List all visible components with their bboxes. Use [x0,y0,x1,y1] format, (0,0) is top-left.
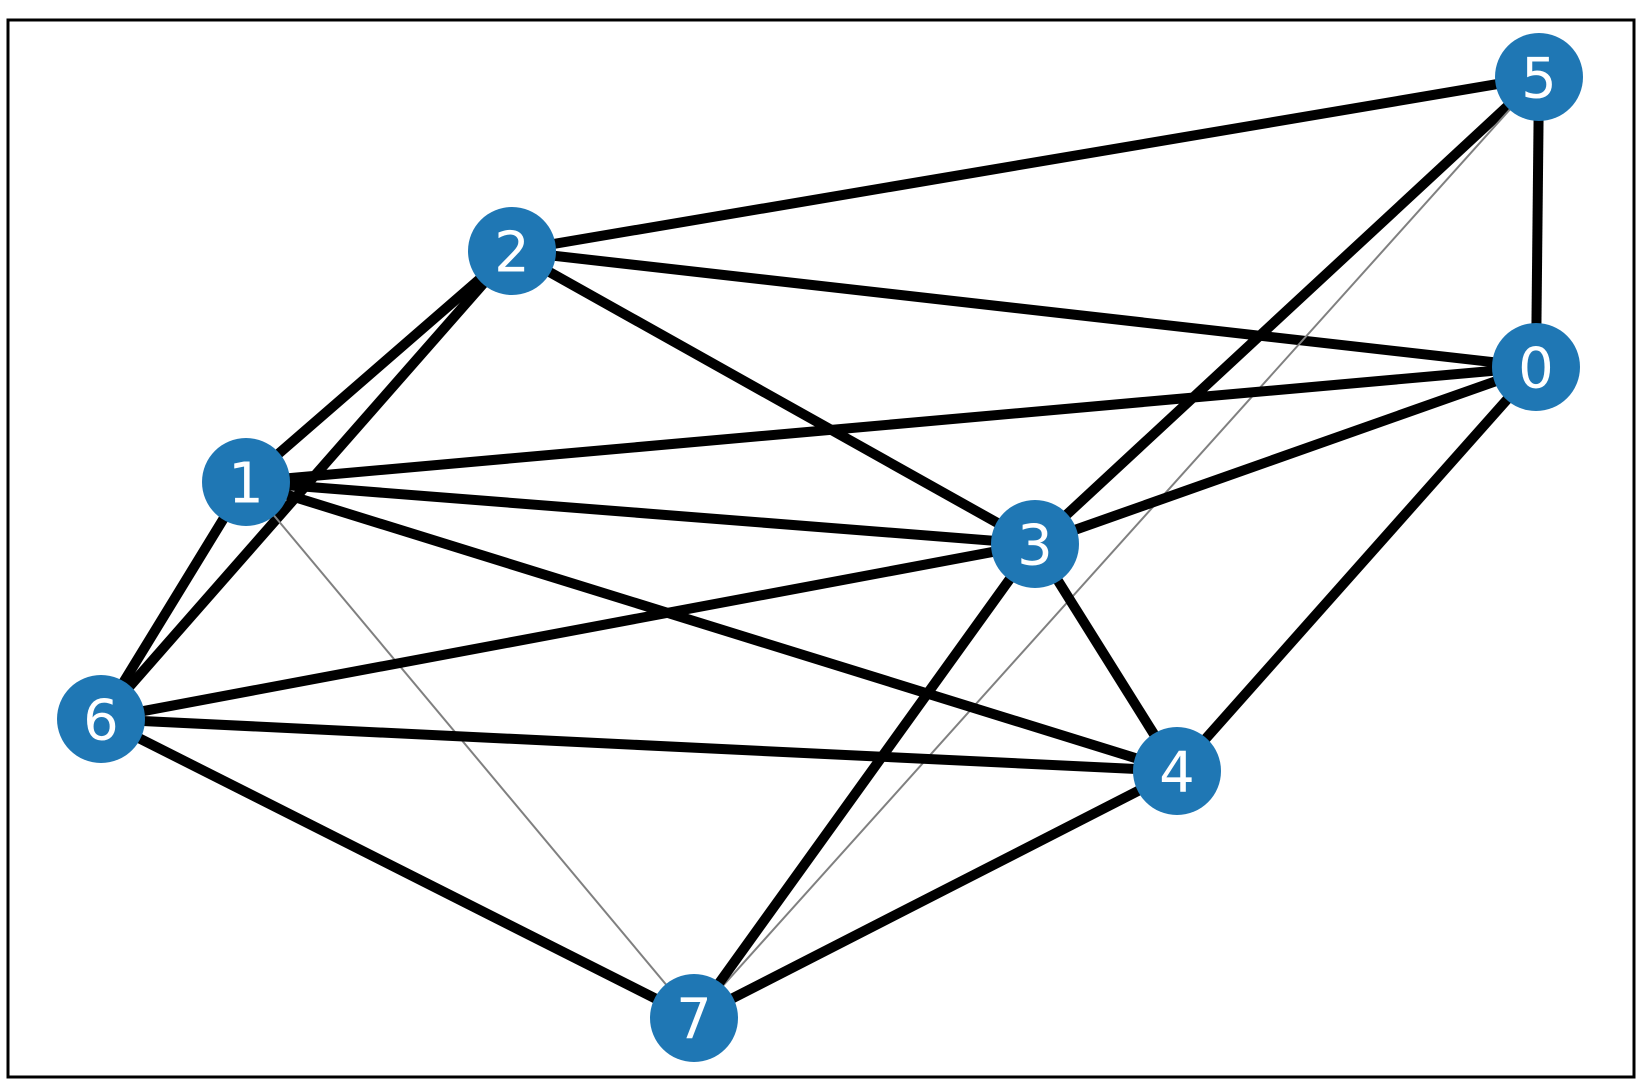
node-circle-0 [1492,323,1580,411]
edge-1-3 [245,477,1036,549]
edge-0-4 [1173,363,1540,775]
node-label-1: 1 [228,452,264,517]
edge-3-4 [1030,541,1182,774]
edge-1-4 [244,477,1179,776]
edge-6-4 [100,714,1178,776]
node-circle-3 [991,500,1079,588]
edge-0-1 [245,362,1537,487]
node-6: 6 [57,675,145,763]
node-label-4: 4 [1159,741,1195,806]
edge-0-3 [1033,362,1538,549]
node-label-3: 3 [1017,514,1053,579]
node-circle-4 [1133,727,1221,815]
plot-frame [6,18,1636,1079]
node-0: 0 [1492,323,1580,411]
edge-4-7 [691,766,1180,1023]
edge-3-6 [100,539,1036,724]
node-2: 2 [468,207,556,295]
node-4: 4 [1133,727,1221,815]
edge-1-6 [96,479,251,722]
edges-layer [96,72,1544,1023]
node-label-2: 2 [494,221,530,286]
edge-2-3 [509,246,1038,549]
edge-2-1 [242,247,516,486]
node-circle-7 [650,974,738,1062]
node-label-5: 5 [1521,47,1557,112]
node-1: 1 [202,438,290,526]
edge-5-3 [1031,73,1543,548]
node-label-6: 6 [83,689,119,754]
edge-6-7 [98,714,697,1023]
edge-5-7 [693,76,1540,1019]
node-circle-6 [57,675,145,763]
node-label-7: 7 [676,988,712,1053]
node-circle-5 [1495,33,1583,121]
edge-3-7 [689,541,1040,1021]
node-circle-2 [468,207,556,295]
edge-2-0 [511,246,1537,372]
edge-5-0 [1531,76,1544,368]
node-5: 5 [1495,33,1583,121]
nodes-layer: 0 1 2 3 4 5 6 7 [57,33,1583,1062]
edge-1-7 [245,481,695,1019]
edge-2-5 [511,72,1540,256]
node-7: 7 [650,974,738,1062]
node-3: 3 [991,500,1079,588]
node-label-0: 0 [1518,337,1554,402]
node-circle-1 [202,438,290,526]
